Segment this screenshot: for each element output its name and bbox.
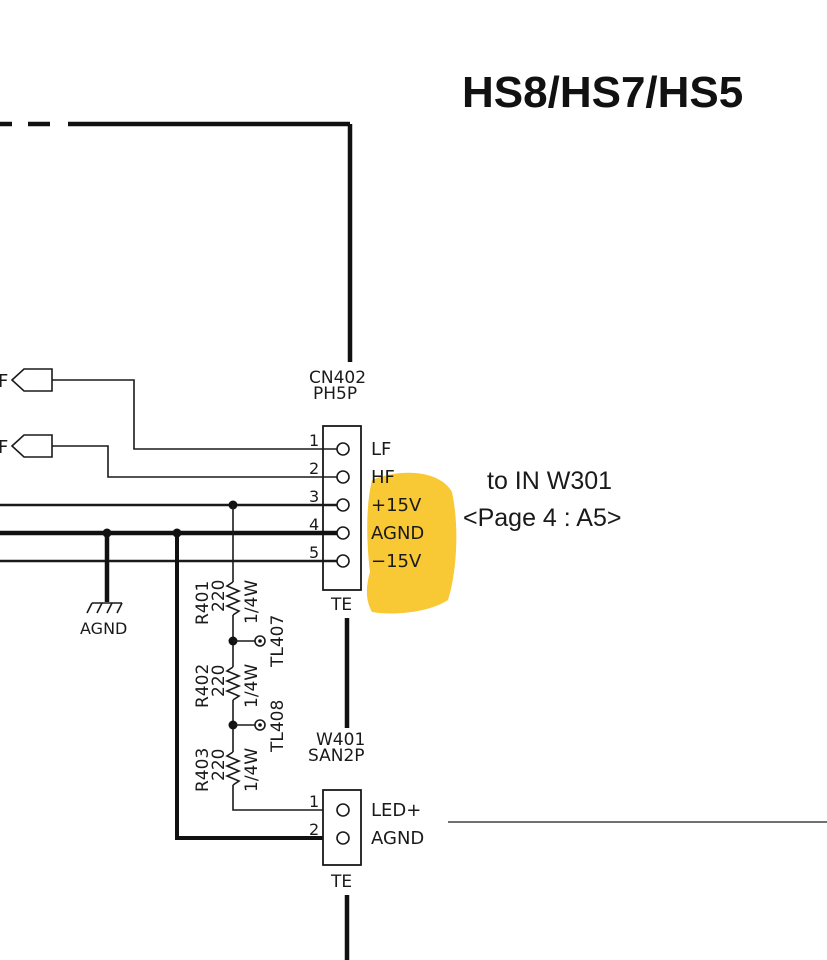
cn402-pin-5-terminal [336,554,350,568]
w401-ref: W401 [316,730,365,750]
cn402-pin-5-label: −15V [371,551,422,572]
r403-symbol [224,751,242,786]
offpage-label-1: F [0,371,8,392]
w401-body [322,789,362,866]
connector-cn402: CN402 PH5P TE 1 2 3 4 5 LF HF +15V AGND … [309,368,424,615]
cn402-pin-2-terminal [336,470,350,484]
frame-wire [0,121,353,960]
tl408-label: TL408 [268,700,288,753]
r402-symbol [224,666,242,701]
r402-value: 220 [209,665,229,697]
cn402-pin-1-label: LF [371,439,391,460]
cn402-pin-3-number: 3 [309,487,319,506]
power-rails [0,503,337,563]
cn402-pin-3-label: +15V [371,495,422,516]
r402-ref: R402 [193,664,213,708]
cn402-pin-1-terminal [336,442,350,456]
w401-pin-2-number: 2 [309,820,319,839]
page-title: HS8/HS7/HS5 [462,68,743,117]
cn402-ref: CN402 [309,368,366,388]
destination-line-2: <Page 4 : A5> [463,504,621,532]
cn402-pin-1-number: 1 [309,431,319,450]
cn402-pin-2-number: 2 [309,459,319,478]
offpage-label-2: F [0,437,8,458]
agnd-return-wire [175,533,337,840]
cn402-pin-5-number: 5 [309,543,319,562]
w401-pin-2-terminal [336,831,350,845]
cn402-pin-3-terminal [336,498,350,512]
ground-symbol: AGND [80,533,127,638]
cn402-pin-4-terminal [336,526,350,540]
w401-pin-1-number: 1 [309,792,319,811]
destination-line-1: to IN W301 [487,467,612,495]
w401-pin-2-label: AGND [371,828,424,849]
r401-value: 220 [209,580,229,612]
w401-type: SAN2P [308,746,365,766]
r402-rating: 1/4W [242,664,262,708]
r403-ref: R403 [193,748,213,792]
offpage-connector-1: F [0,368,337,450]
tl407-label: TL407 [268,615,288,668]
cn402-pin-4-label: AGND [371,523,424,544]
resistor-ladder [224,505,337,811]
r401-symbol [224,581,242,616]
r403-rating: 1/4W [242,748,262,792]
w401-footer: TE [330,872,352,892]
offpage-connector-2: F [0,434,337,478]
cn402-type: PH5P [313,384,357,404]
r401-ref: R401 [193,581,213,625]
r401-rating: 1/4W [242,580,262,624]
r403-value: 220 [209,749,229,781]
cn402-footer: TE [330,595,352,615]
ground-label: AGND [80,619,127,638]
highlight-mark [366,472,457,614]
w401-pin-1-terminal [336,803,350,817]
w401-pin-1-label: LED+ [371,800,421,821]
cn402-pin-4-number: 4 [309,515,319,534]
connector-w401: W401 SAN2P TE 1 2 LED+ AGND [308,730,424,892]
cn402-pin-2-label: HF [371,467,395,488]
